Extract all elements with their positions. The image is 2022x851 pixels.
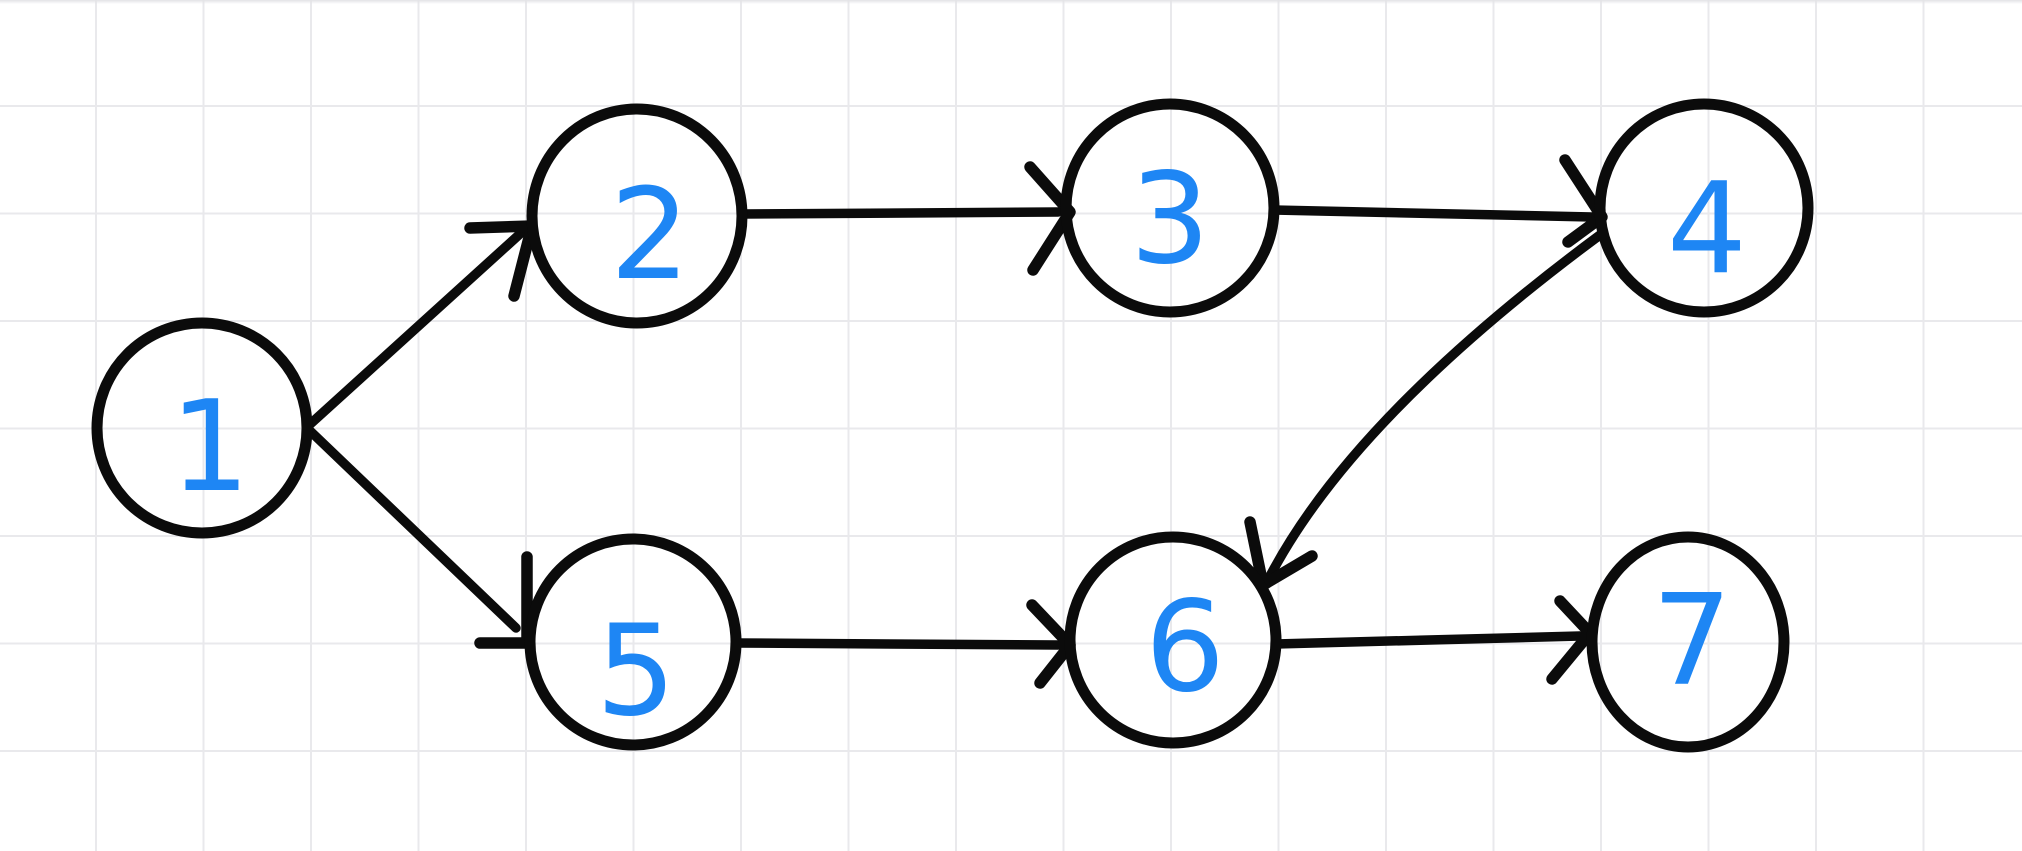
node-3-circle[interactable] [1060,98,1280,318]
node-7-circle[interactable] [1586,531,1790,753]
node-4-label[interactable]: 4 [1667,155,1747,302]
node-1-circle[interactable] [91,317,313,539]
edge-2-3[interactable] [737,207,1063,219]
node-6-label[interactable]: 6 [1145,573,1225,720]
graph-node-4[interactable]: 4 [1594,98,1814,318]
graph-node-3[interactable]: 3 [1060,98,1280,318]
graph-node-1[interactable]: 1 [91,317,313,539]
edge-1-5[interactable] [302,423,521,633]
edge-4-6[interactable] [1263,230,1605,585]
node-6-circle[interactable] [1064,531,1282,749]
edge-1-2[interactable] [302,228,526,432]
graph-node-2[interactable]: 2 [526,103,748,329]
graph-node-5[interactable]: 5 [524,533,742,751]
node-2-label[interactable]: 2 [610,161,690,308]
graph-node-6[interactable]: 6 [1064,531,1282,749]
node-3-label[interactable]: 3 [1130,145,1210,292]
node-4-circle[interactable] [1594,98,1814,318]
node-7-label[interactable]: 7 [1652,567,1732,714]
node-5-circle[interactable] [524,533,742,751]
edge-3-4[interactable] [1269,205,1597,222]
node-2-circle[interactable] [526,103,748,329]
node-5-label[interactable]: 5 [596,597,676,744]
node-1-label[interactable]: 1 [170,373,250,520]
edge-5-6[interactable] [731,638,1063,650]
graph-node-7[interactable]: 7 [1586,531,1790,753]
edge-6-7[interactable] [1271,631,1585,649]
